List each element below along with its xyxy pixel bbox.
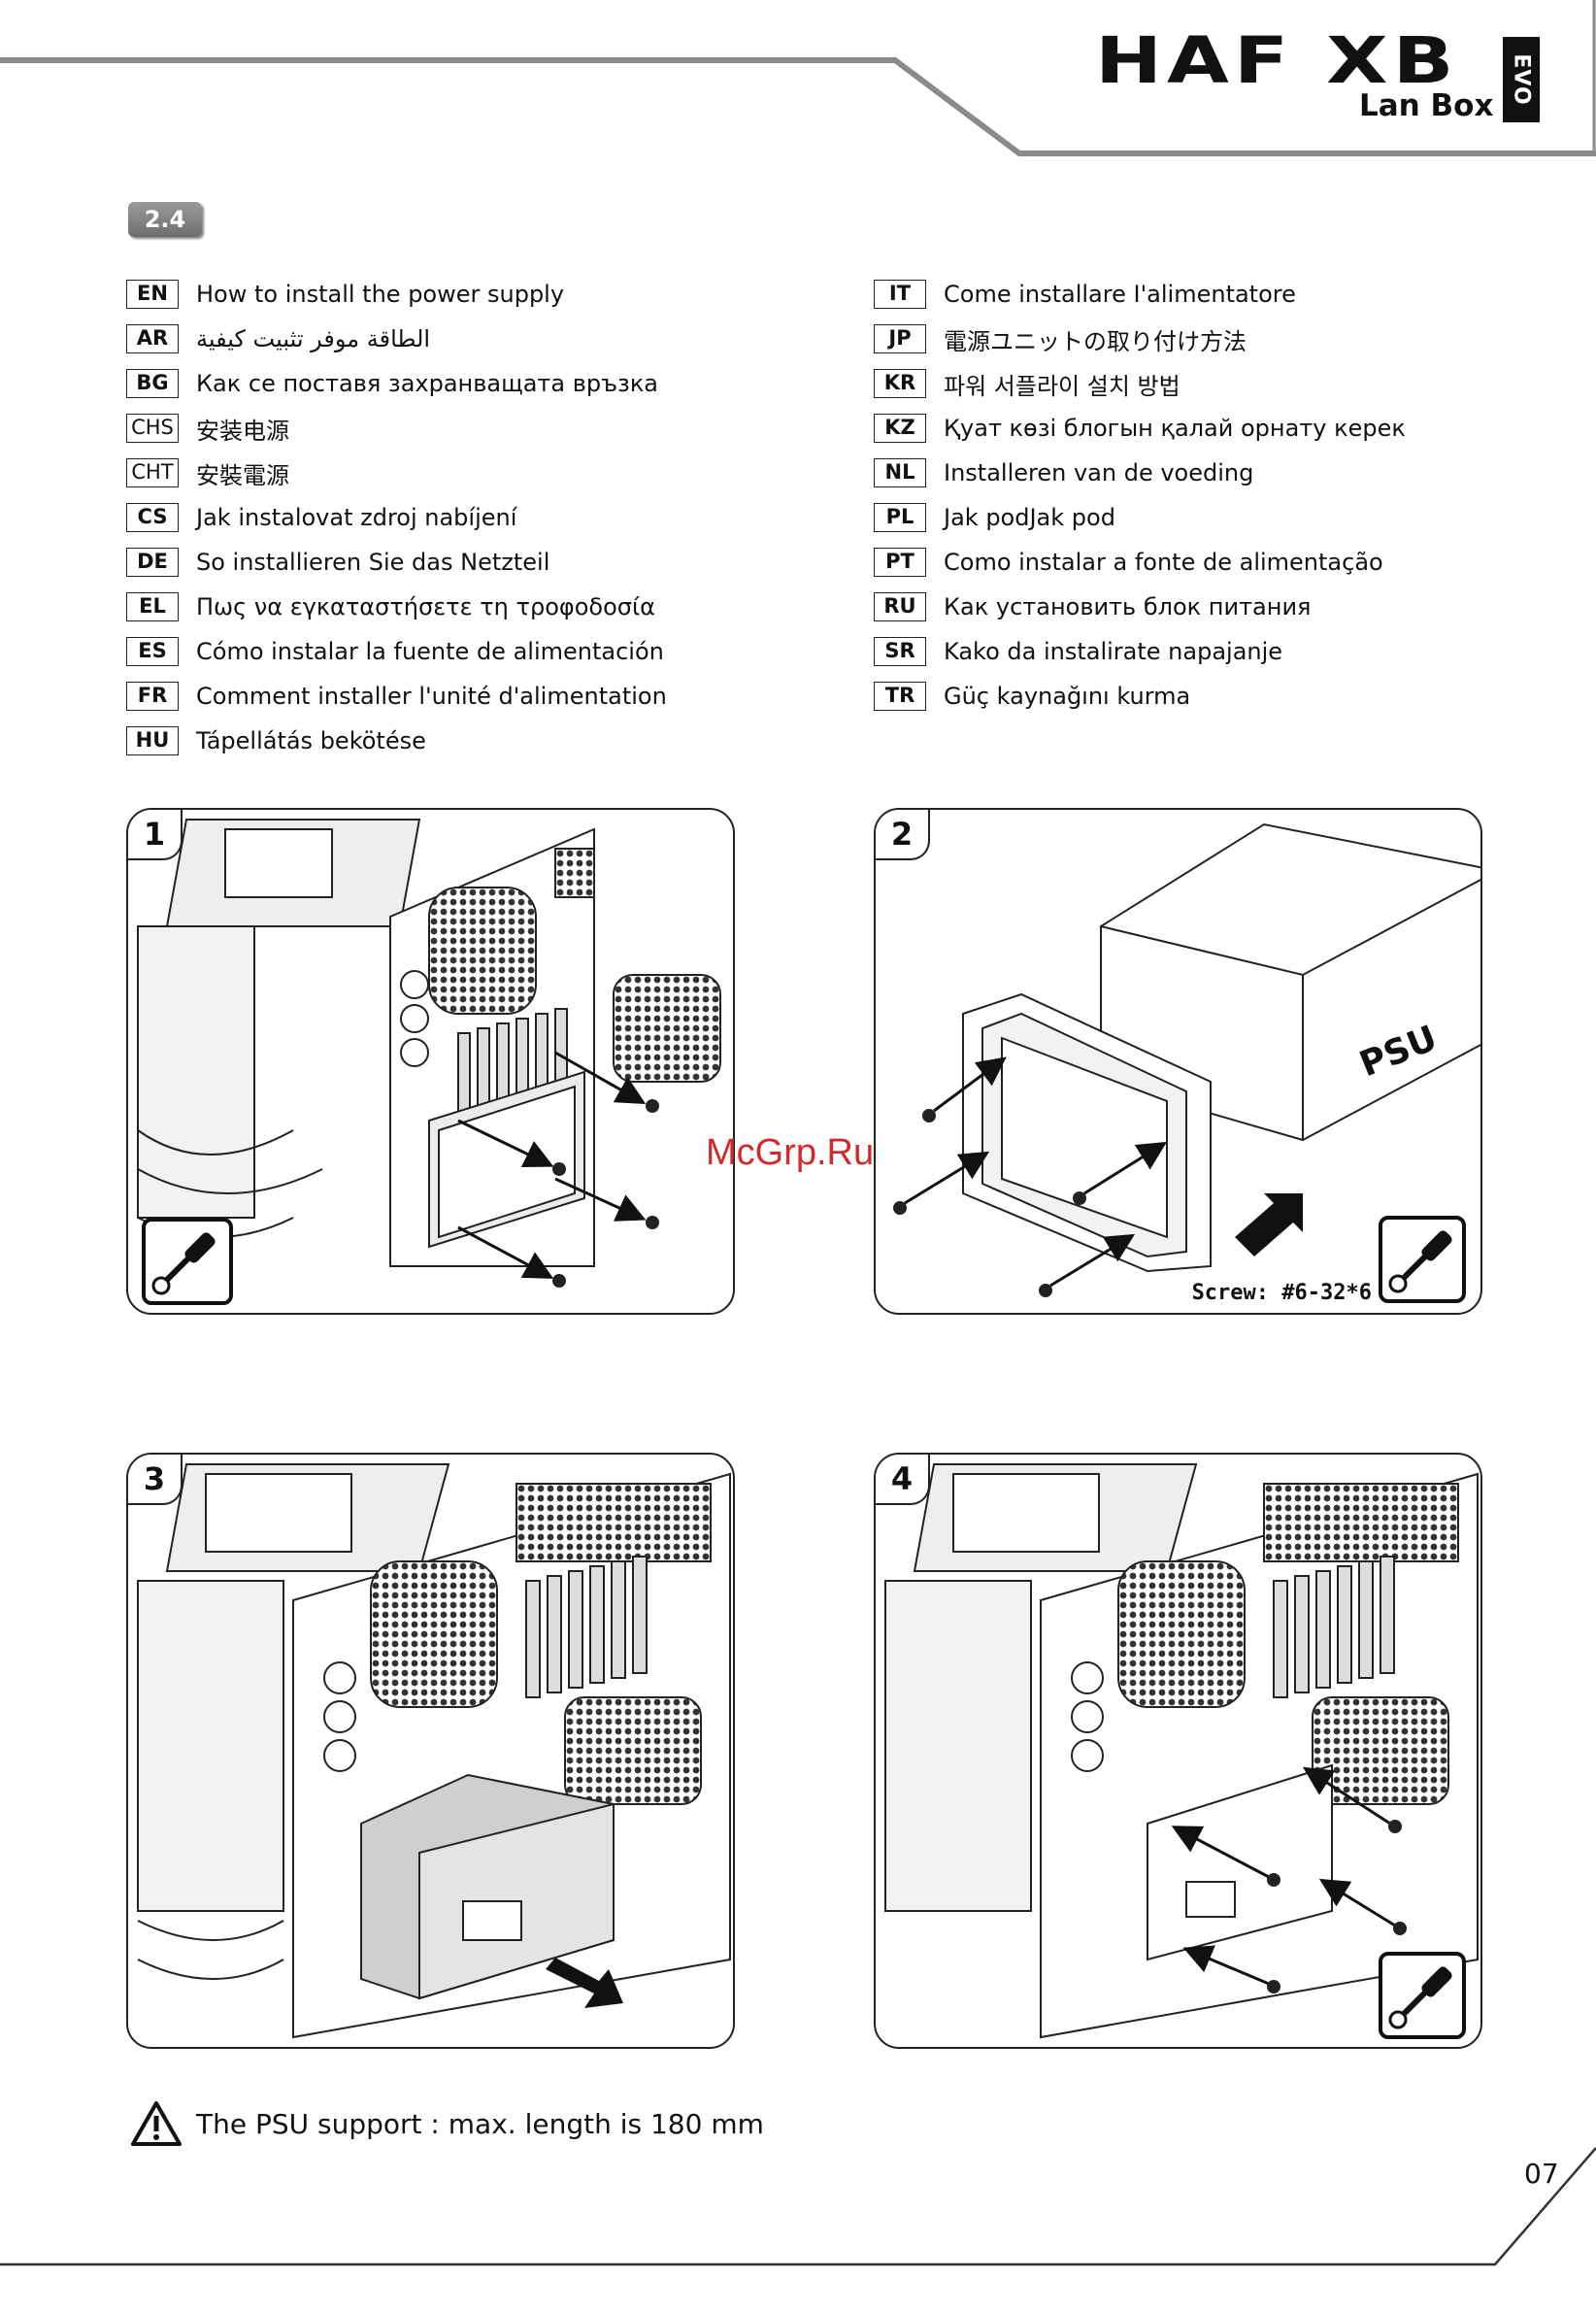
footnote-text: The PSU support : max. length is 180 mm <box>196 2107 764 2140</box>
language-code: TR <box>874 682 926 711</box>
language-code: CHS <box>126 414 179 443</box>
language-text: Jak podJak pod <box>944 504 1115 531</box>
language-code: HU <box>126 726 179 755</box>
language-row: JP 電源ユニットの取り付け方法 <box>874 317 1406 361</box>
language-row: SR Kako da instalirate napajanje <box>874 629 1406 674</box>
language-code: CS <box>126 503 179 532</box>
step-number: 2 <box>876 810 930 860</box>
language-code: AR <box>126 324 179 353</box>
screwdriver-icon <box>1379 1952 1466 2039</box>
language-row: CHT 安裝電源 <box>126 451 667 495</box>
language-text: Как се поставя захранващата връзка <box>196 370 659 397</box>
language-row: EL Πως να εγκαταστήσετε τη τροφοδοσία <box>126 585 667 629</box>
brand-title: HAF XB <box>1095 23 1459 98</box>
language-text: 安装电源 <box>196 417 289 445</box>
language-code: IT <box>874 280 926 309</box>
language-row: PT Como instalar a fonte de alimentação <box>874 540 1406 585</box>
footnote: The PSU support : max. length is 180 mm <box>130 2100 764 2147</box>
language-text: Come installare I'alimentatore <box>944 281 1296 308</box>
language-text: 安裝電源 <box>196 461 289 489</box>
language-text: Installeren van de voeding <box>944 459 1254 486</box>
language-code: EN <box>126 280 179 309</box>
step-number: 3 <box>128 1455 183 1505</box>
language-text: Como instalar a fonte de alimentação <box>944 549 1383 576</box>
case-illustration <box>137 819 721 1305</box>
language-text: Cómo instalar la fuente de alimentación <box>196 638 664 665</box>
page-number: 07 <box>1524 2158 1559 2190</box>
language-row: KZ Қуат көзі блогын қалай орнату керек <box>874 406 1406 451</box>
watermark: McGrp.Ru <box>706 1132 875 1173</box>
language-row: KR 파워 서플라이 설치 방법 <box>874 361 1406 406</box>
language-text: 파워 서플라이 설치 방법 <box>944 372 1180 400</box>
psu-insert-illustration <box>137 1463 731 2039</box>
language-text: Как установить блок питания <box>944 593 1312 620</box>
language-code: BG <box>126 369 179 398</box>
step-2-panel: 2 PSU Screw: #6-32*6 <box>874 808 1482 1315</box>
language-list-right: IT Come installare I'alimentatore JP 電源ユニッ… <box>874 272 1406 719</box>
language-code: JP <box>874 324 926 353</box>
language-code: PL <box>874 503 926 532</box>
language-row: DE So installieren Sie das Netzteil <box>126 540 667 585</box>
step-number: 4 <box>876 1455 930 1505</box>
step-1-panel: 1 <box>126 808 735 1315</box>
language-row: NL Installeren van de voeding <box>874 451 1406 495</box>
psu-secure-illustration <box>884 1463 1479 2039</box>
brand-edition-badge: EVO <box>1503 37 1540 122</box>
language-text: Қуат көзі блогын қалай орнату керек <box>944 415 1406 442</box>
language-row: PL Jak podJak pod <box>874 495 1406 540</box>
brand-subtitle: Lan Box <box>1359 88 1494 123</box>
language-text: How to install the power supply <box>196 281 565 308</box>
language-row: AR الطاقة موفر تثبيت كيفية <box>126 317 667 361</box>
language-code: SR <box>874 637 926 666</box>
language-text: Jak instalovat zdroj nabíjení <box>196 504 517 531</box>
language-text: Güç kaynağını kurma <box>944 683 1191 710</box>
language-code: KR <box>874 369 926 398</box>
language-row: TR Güç kaynağını kurma <box>874 674 1406 719</box>
language-code: DE <box>126 548 179 577</box>
screwdriver-icon <box>142 1218 233 1305</box>
language-text: 電源ユニットの取り付け方法 <box>944 327 1247 355</box>
language-row: FR Comment installer l'unité d'alimentati… <box>126 674 667 719</box>
language-row: HU Tápellátás bekötése <box>126 719 667 763</box>
language-list-left: EN How to install the power supply AR الطا… <box>126 272 667 763</box>
language-code: CHT <box>126 458 179 487</box>
language-code: FR <box>126 682 179 711</box>
language-text: Comment installer l'unité d'alimentation <box>196 683 667 710</box>
step-4-panel: 4 <box>874 1453 1482 2049</box>
language-text: Kako da instalirate napajanje <box>944 638 1283 665</box>
language-text: So installieren Sie das Netzteil <box>196 549 550 576</box>
language-row: RU Как установить блок питания <box>874 585 1406 629</box>
screw-spec: Screw: #6-32*6 <box>1191 1281 1372 1305</box>
warning-icon <box>131 2101 182 2146</box>
language-text: Πως να εγκαταστήσετε τη τροφοδοσία <box>196 593 655 620</box>
section-badge: 2.4 <box>128 202 202 237</box>
language-code: KZ <box>874 414 926 443</box>
language-text: الطاقة موفر تثبيت كيفية <box>196 325 431 352</box>
step-number: 1 <box>128 810 183 860</box>
language-row: IT Come installare I'alimentatore <box>874 272 1406 317</box>
language-row: BG Как се поставя захранващата връзка <box>126 361 667 406</box>
screwdriver-icon <box>1379 1216 1466 1303</box>
language-code: NL <box>874 458 926 487</box>
language-row: ES Cómo instalar la fuente de alimentació… <box>126 629 667 674</box>
language-code: RU <box>874 592 926 621</box>
language-row: CHS 安装电源 <box>126 406 667 451</box>
step-3-panel: 3 <box>126 1453 735 2049</box>
language-code: PT <box>874 548 926 577</box>
language-row: CS Jak instalovat zdroj nabíjení <box>126 495 667 540</box>
psu-bracket-illustration: PSU <box>893 822 1480 1303</box>
language-code: EL <box>126 592 179 621</box>
language-code: ES <box>126 637 179 666</box>
language-text: Tápellátás bekötése <box>196 727 426 754</box>
language-row: EN How to install the power supply <box>126 272 667 317</box>
